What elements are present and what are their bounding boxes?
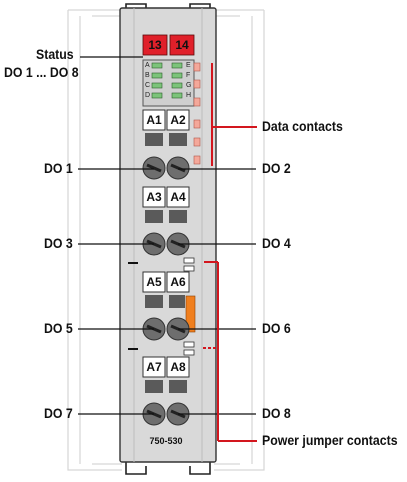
status-leds xyxy=(151,62,183,99)
led-letter-b: B xyxy=(145,72,150,79)
do3-label: DO 3 xyxy=(44,235,73,251)
contact-13 xyxy=(142,34,168,56)
connector-label-a7: A7 xyxy=(146,360,162,374)
data-contacts-callout xyxy=(211,63,257,166)
power-jumper-callout xyxy=(203,261,257,442)
connector-label-a2: A2 xyxy=(170,113,186,127)
do6-label: DO 6 xyxy=(262,320,291,336)
status-range-label: DO 1 ... DO 8 xyxy=(4,64,79,80)
data-contacts-label: Data contacts xyxy=(262,118,343,134)
contact-14 xyxy=(169,34,195,56)
led-letter-a: A xyxy=(145,62,150,69)
part-number: 750-530 xyxy=(149,436,183,446)
led-letter-c: C xyxy=(145,82,151,89)
led-panel xyxy=(142,59,195,107)
connector-block-3 xyxy=(142,271,190,341)
data-contact-pins xyxy=(193,62,201,165)
background-rails xyxy=(67,9,265,471)
led-letter-g: G xyxy=(186,82,192,89)
contact-13-label: 13 xyxy=(148,38,162,52)
do1-label: DO 1 xyxy=(44,160,73,176)
connector-label-a1: A1 xyxy=(146,113,162,127)
led-letter-e: E xyxy=(186,62,191,69)
connector-label-a8: A8 xyxy=(170,360,186,374)
do8-label: DO 8 xyxy=(262,405,291,421)
connector-label-a3: A3 xyxy=(146,190,162,204)
do2-label: DO 2 xyxy=(262,160,291,176)
status-label: Status xyxy=(36,46,74,62)
connector-block-4 xyxy=(142,356,190,426)
connector-label-a4: A4 xyxy=(170,190,186,204)
power-jumper-contacts-label: Power jumper contacts xyxy=(262,432,398,448)
do5-label: DO 5 xyxy=(44,320,73,336)
led-letter-f: F xyxy=(186,72,191,79)
connector-block-1 xyxy=(142,109,190,180)
led-letter-h: H xyxy=(186,92,192,99)
connector-block-2 xyxy=(142,186,190,256)
do4-label: DO 4 xyxy=(262,235,291,251)
connector-label-a6: A6 xyxy=(170,275,186,289)
power-jumper-marks xyxy=(128,257,196,356)
contact-14-label: 14 xyxy=(175,38,189,52)
led-letter-d: D xyxy=(145,92,151,99)
do7-label: DO 7 xyxy=(44,405,73,421)
connector-label-a5: A5 xyxy=(146,275,162,289)
power-jumper-orange xyxy=(185,295,196,333)
